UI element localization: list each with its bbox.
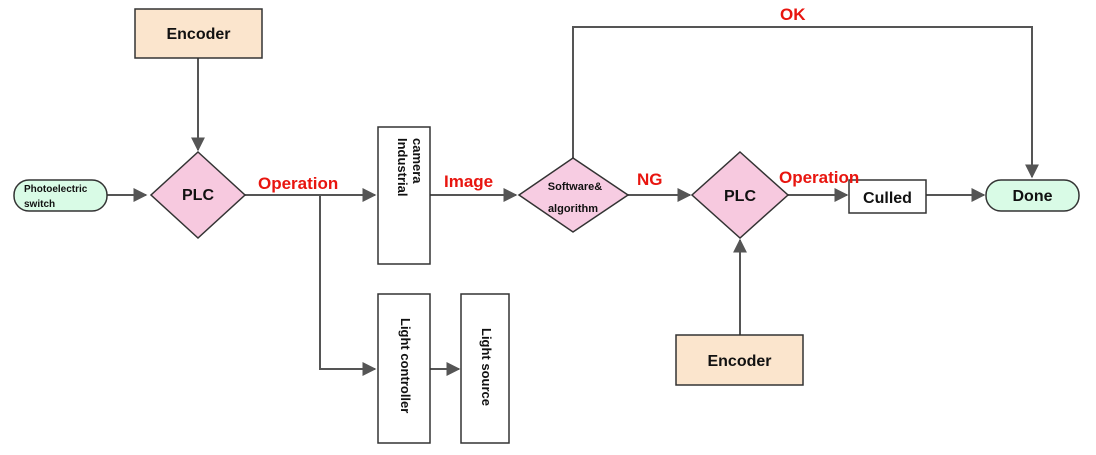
industrial-camera-line2: camera [410,138,425,184]
node-software-algorithm: Software& algorithm [517,157,630,233]
done-label: Done [1013,188,1053,205]
edge-label-image: Image [444,172,493,191]
edge-label-ok: OK [780,5,806,24]
edge-label-operation-left: Operation [258,174,338,193]
node-plc-left: PLC [149,150,247,240]
node-light-controller: Light controller [377,293,431,444]
industrial-camera-line1: Industrial [395,138,410,197]
node-industrial-camera: Industrial camera [377,126,431,265]
culled-label: Culled [863,190,912,207]
node-photoelectric-switch: Photoelectric switch [13,179,108,212]
connectors [107,26,1039,376]
photoelectric-switch-line2: switch [24,199,55,210]
edge-branch-to-light-controller [319,195,377,376]
edge-software-ok-to-done [572,26,1039,179]
plc-right-label: PLC [724,188,756,205]
software-algorithm-line2: algorithm [548,203,598,215]
node-light-source: Light source [460,293,510,444]
software-algorithm-line1: Software& [548,181,602,193]
encoder-top-label: Encoder [166,26,230,43]
edge-labels: Operation Image NG Operation OK [258,5,859,193]
node-plc-right: PLC [690,150,790,240]
light-controller-label: Light controller [398,318,413,413]
photoelectric-switch-line1: Photoelectric [24,184,88,195]
edge-label-operation-right: Operation [779,168,859,187]
light-source-label: Light source [479,328,494,406]
node-culled: Culled [848,179,927,214]
node-done: Done [985,179,1080,212]
plc-left-label: PLC [182,187,214,204]
encoder-bottom-label: Encoder [707,353,771,370]
node-encoder-bottom: Encoder [675,334,804,386]
node-encoder-top: Encoder [134,8,263,59]
edge-label-ng: NG [637,170,663,189]
